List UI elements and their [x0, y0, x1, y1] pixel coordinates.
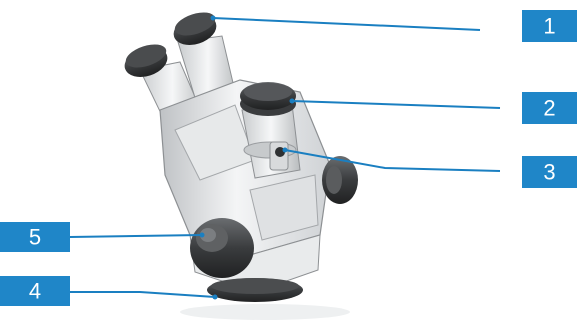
callout-dot-5 — [199, 232, 205, 238]
right-knob — [322, 156, 358, 204]
callout-box-4 — [0, 276, 70, 306]
callout-5: 5 — [0, 222, 70, 252]
callout-number-2: 2 — [543, 96, 555, 121]
callout-1: 1 — [522, 10, 577, 42]
callout-dot-4 — [212, 294, 218, 300]
callout-box-2 — [522, 92, 577, 124]
eyecups — [124, 12, 217, 77]
callout-4: 4 — [0, 276, 70, 306]
callout-number-1: 1 — [543, 14, 555, 39]
callout-number-4: 4 — [29, 279, 41, 304]
callout-line-4 — [70, 291, 216, 298]
callout-box-3 — [522, 156, 577, 188]
callout-2: 2 — [522, 92, 577, 124]
callout-line-1 — [212, 17, 481, 31]
callout-line-3 — [284, 149, 501, 172]
callout-box-1 — [522, 10, 577, 42]
callout-box-5 — [0, 222, 70, 252]
callout-number-3: 3 — [543, 160, 555, 185]
microscope-body — [124, 12, 358, 320]
callout-line-2 — [291, 100, 501, 109]
callout-lines — [69, 15, 501, 300]
callout-line-5 — [69, 234, 203, 238]
zoom-knob — [190, 218, 254, 278]
callout-dot-2 — [289, 98, 295, 104]
callout-3: 3 — [522, 156, 577, 188]
callout-dot-1 — [210, 15, 216, 21]
callout-number-5: 5 — [29, 225, 41, 250]
callout-dot-3 — [282, 147, 288, 153]
selector-switch — [269, 141, 289, 171]
